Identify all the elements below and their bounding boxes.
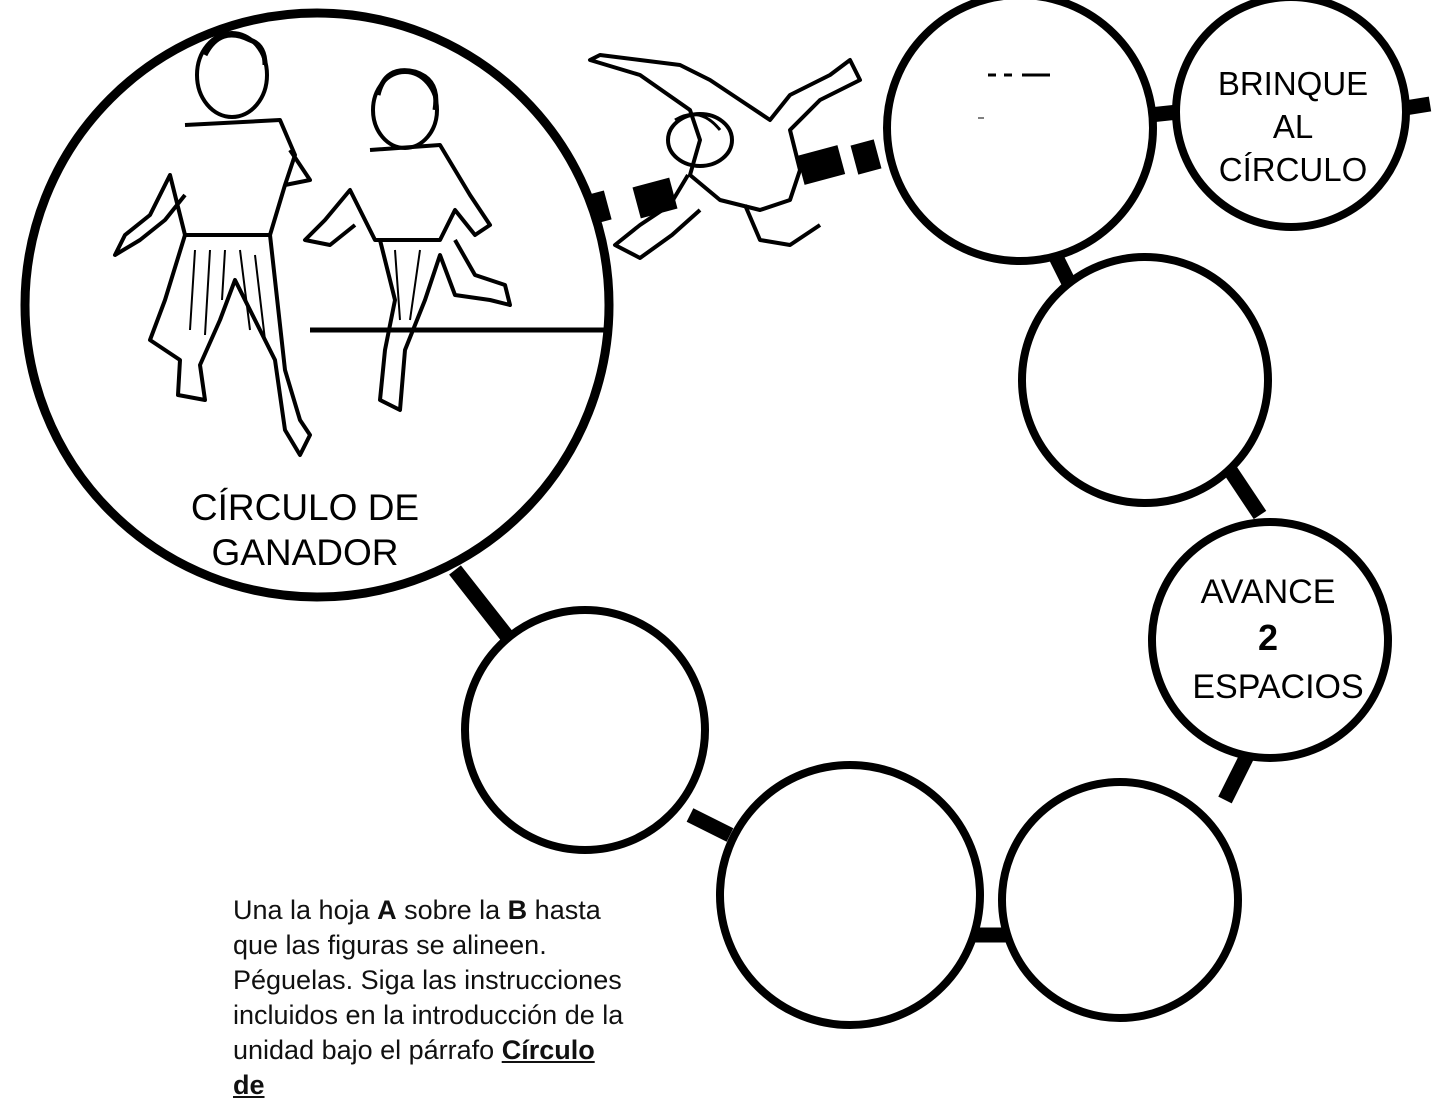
winner-circle-label-line1: CÍRCULO DE <box>191 487 419 528</box>
board-spaces <box>461 0 1410 1029</box>
instructions-text-1: Una la hoja <box>233 895 378 925</box>
advance-space-label-line1: AVANCE <box>1201 573 1336 611</box>
instructions-text-2: sobre la <box>396 895 508 925</box>
advance-space-label-line3: ESPACIOS <box>1192 668 1363 706</box>
instructions-paragraph: Una la hoja A sobre la B hasta que las f… <box>233 893 633 1103</box>
winner-circle-label-line2: GANADOR <box>211 532 398 573</box>
advance-space-number: 2 <box>1258 617 1278 658</box>
board-space-jump <box>1172 0 1410 231</box>
winner-circle: CÍRCULO DE GANADOR <box>20 8 614 602</box>
board-space <box>461 606 709 854</box>
board-space <box>1018 253 1272 507</box>
jump-space-label-line1: BRINQUE <box>1218 65 1368 102</box>
jump-space-label-line2: AL <box>1273 108 1313 145</box>
board-space <box>998 778 1242 1022</box>
faint-marks <box>978 73 1050 119</box>
jumping-child-illustration <box>588 53 862 260</box>
board-space <box>883 0 1157 265</box>
sheet-a-label: A <box>377 895 397 925</box>
running-boy-illustration <box>303 68 512 412</box>
board-space-advance <box>1148 518 1392 762</box>
sheet-b-label: B <box>507 895 528 925</box>
game-board: CÍRCULO DE GANADOR BRINQUE AL CÍRCULO AV… <box>20 0 1432 1029</box>
jump-space-label-line3: CÍRCULO <box>1219 151 1368 188</box>
running-boy-illustration <box>113 31 312 457</box>
board-space <box>716 761 984 1029</box>
